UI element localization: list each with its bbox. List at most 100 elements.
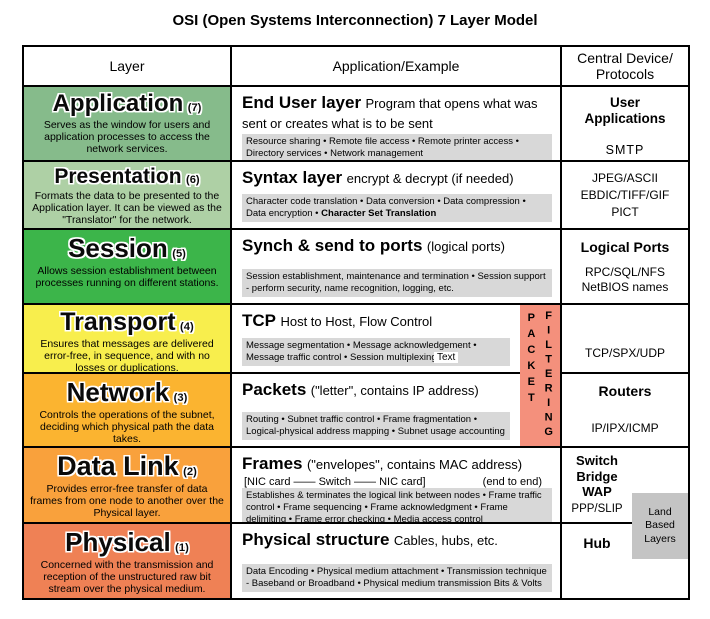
end-to-end-note: (end to end) xyxy=(482,476,542,488)
devices-cell-application: User Applications SMTP xyxy=(562,87,690,162)
osi-table: Layer Application/Example Central Device… xyxy=(22,45,690,600)
example-title: Packets xyxy=(242,380,307,399)
header-layer: Layer xyxy=(24,47,232,87)
layer-cell-physical: Physical (1) Concerned with the transmis… xyxy=(24,524,232,600)
device-line: NetBIOS names xyxy=(581,280,669,294)
layer-cell-network: Network (3) Controls the operations of t… xyxy=(24,374,232,448)
example-title: Synch & send to ports xyxy=(242,236,423,255)
example-title: Physical structure xyxy=(242,530,390,549)
example-heading: End User layer Program that opens what w… xyxy=(242,92,552,134)
example-details: Message segmentation • Message acknowled… xyxy=(242,338,510,366)
example-title: TCP xyxy=(242,311,276,330)
example-note: ("letter", contains IP address) xyxy=(310,383,479,398)
devices-cell-transport: TCP/SPX/UDP xyxy=(562,305,690,374)
example-details: Routing • Subnet traffic control • Frame… xyxy=(242,412,510,440)
land-based-layers-box: Land Based Layers xyxy=(632,493,688,559)
devices-cell-network: Routers IP/IPX/ICMP xyxy=(562,374,690,448)
example-note: (logical ports) xyxy=(426,239,505,254)
device-line: Routers xyxy=(598,383,652,399)
device-line: SMTP xyxy=(605,143,645,158)
layer-number: (2) xyxy=(183,466,197,478)
text-artifact: Text xyxy=(434,352,459,363)
example-details: Session establishment, maintenance and t… xyxy=(242,269,552,297)
layer-description: Concerned with the transmission and rece… xyxy=(40,559,214,596)
example-heading: Frames ("envelopes", contains MAC addres… xyxy=(242,453,552,475)
example-cell-network: Packets ("letter", contains IP address) … xyxy=(232,374,562,448)
example-details: Establishes & terminates the logical lin… xyxy=(242,488,552,522)
device-line: RPC/SQL/NFS xyxy=(584,265,665,279)
device-line: Hub xyxy=(583,535,611,551)
layer-name-text: Presentation xyxy=(54,165,182,188)
example-heading: TCP Host to Host, Flow Control xyxy=(242,310,510,332)
header-application-example: Application/Example xyxy=(232,47,562,87)
layer-name-text: Application xyxy=(52,90,184,117)
example-cell-application: End User layer Program that opens what w… xyxy=(232,87,562,162)
layer-number: (7) xyxy=(187,102,202,114)
packet-label: PACKET xyxy=(525,312,538,408)
layer-name-session: Session (5) xyxy=(68,233,186,264)
example-details: Resource sharing • Remote file access • … xyxy=(242,134,552,160)
layer-number: (6) xyxy=(185,174,200,186)
device-line: TCP/SPX/UDP xyxy=(584,346,665,360)
layer-name-text: Session xyxy=(68,233,168,263)
device-line: Bridge xyxy=(576,468,618,484)
layer-cell-presentation: Presentation (6) Formats the data to be … xyxy=(24,162,232,230)
example-note: ("envelopes", contains MAC address) xyxy=(306,457,523,472)
layer-name-application: Application (7) xyxy=(53,90,202,118)
example-details-text: Character code translation • Data conver… xyxy=(246,196,526,220)
example-heading: Packets ("letter", contains IP address) xyxy=(242,379,510,401)
layer-name-text: Transport xyxy=(60,308,176,336)
layer-description: Serves as the window for users and appli… xyxy=(43,119,211,156)
device-line: Switch xyxy=(576,453,618,468)
layer-description: Ensures that messages are delivered erro… xyxy=(40,338,214,374)
layer-cell-data-link: Data Link (2) Provides error-free transf… xyxy=(24,448,232,524)
layer-name-text: Network xyxy=(66,377,170,407)
example-title: Frames xyxy=(242,454,303,473)
packet-filtering-box: PACKET FILTERING xyxy=(520,305,560,446)
example-title: Syntax layer xyxy=(242,168,343,187)
devices-cell-presentation: JPEG/ASCII EBDIC/TIFF/GIF PICT xyxy=(562,162,690,230)
device-line: WAP xyxy=(582,484,612,500)
nic-card-line: [NIC card —— Switch —— NIC card] (end to… xyxy=(242,475,552,488)
land-based-line: Land xyxy=(648,505,672,518)
layer-name-presentation: Presentation (6) xyxy=(54,165,199,189)
layer-number: (4) xyxy=(180,321,194,333)
example-cell-physical: Physical structure Cables, hubs, etc. Da… xyxy=(232,524,562,600)
layer-name-transport: Transport (4) xyxy=(60,308,193,337)
example-note: Host to Host, Flow Control xyxy=(280,314,433,329)
layer-cell-application: Application (7) Serves as the window for… xyxy=(24,87,232,162)
example-details-bold-text: Character Set Translation xyxy=(321,208,437,220)
example-cell-presentation: Syntax layer encrypt & decrypt (if neede… xyxy=(232,162,562,230)
layer-name-data-link: Data Link (2) xyxy=(57,451,197,482)
example-note: Cables, hubs, etc. xyxy=(393,533,498,548)
nic-card-text: [NIC card —— Switch —— NIC card] xyxy=(244,476,426,488)
layer-name-text: Physical xyxy=(65,527,171,557)
example-title: End User layer xyxy=(242,93,362,112)
layer-description: Controls the operations of the subnet, d… xyxy=(39,409,215,446)
header-central-devices: Central Device/ Protocols xyxy=(562,47,690,87)
layer-name-physical: Physical (1) xyxy=(65,527,189,558)
device-line: PPP/SLIP xyxy=(571,502,623,515)
layer-number: (3) xyxy=(173,392,188,404)
device-line: PICT xyxy=(611,205,639,219)
layer-number: (1) xyxy=(175,542,189,554)
layer-cell-transport: Transport (4) Ensures that messages are … xyxy=(24,305,232,374)
page-title: OSI (Open Systems Interconnection) 7 Lay… xyxy=(172,12,538,29)
layer-description: Provides error-free transfer of data fra… xyxy=(30,483,224,520)
device-line: IP/IPX/ICMP xyxy=(591,421,659,435)
layer-description: Allows session establishment between pro… xyxy=(35,265,219,290)
layer-name-text: Data Link xyxy=(57,451,179,481)
example-heading: Synch & send to ports (logical ports) xyxy=(242,235,552,257)
devices-cell-data-link: Switch Bridge WAP PPP/SLIP xyxy=(562,448,690,524)
device-line: Logical Ports xyxy=(580,239,670,255)
example-note: Program that opens what was sent or crea… xyxy=(242,96,538,131)
example-cell-transport: TCP Host to Host, Flow Control Message s… xyxy=(232,305,562,374)
example-cell-data-link: Frames ("envelopes", contains MAC addres… xyxy=(232,448,562,524)
layer-cell-session: Session (5) Allows session establishment… xyxy=(24,230,232,305)
device-line: User Applications xyxy=(584,95,666,127)
land-based-line: Layers xyxy=(644,532,676,545)
land-based-line: Based xyxy=(645,519,675,532)
header-central-devices-line2: Protocols xyxy=(595,66,655,82)
layer-number: (5) xyxy=(172,248,186,260)
